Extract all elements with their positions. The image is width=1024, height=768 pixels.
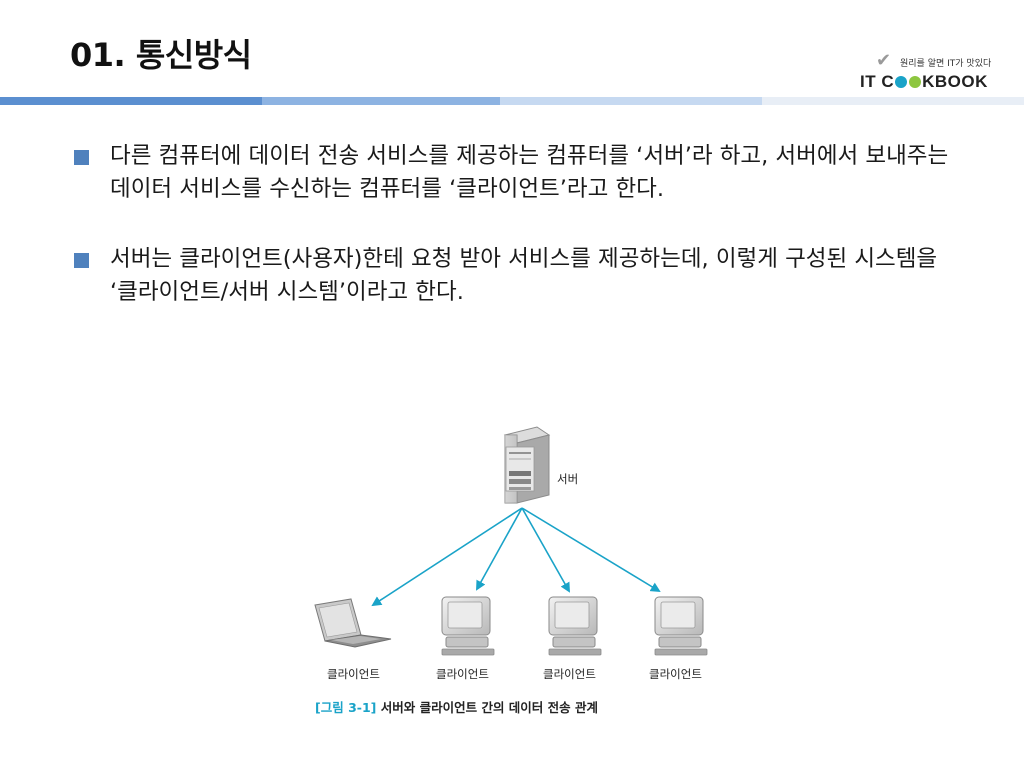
server-icon xyxy=(503,426,551,504)
data-arrow xyxy=(521,507,661,593)
bullet-text: 다른 컴퓨터에 데이터 전송 서비스를 제공하는 컴퓨터를 ‘서버’라 하고, … xyxy=(110,143,949,202)
logo-dot-icon xyxy=(895,76,908,88)
check-mark-icon: ✔ xyxy=(876,50,892,71)
desktop-icon xyxy=(548,596,602,656)
square-bullet-icon xyxy=(74,253,89,268)
slide-title: 01. 통신방식 xyxy=(70,36,252,74)
header-band-segment xyxy=(262,97,500,105)
header-band-segment xyxy=(500,97,762,105)
client-label: 클라이언트 xyxy=(436,667,489,681)
bullet-item: 서버는 클라이언트(사용자)한테 요청 받아 서비스를 제공하는데, 이렇게 구… xyxy=(72,243,972,309)
it-cookbook-logo: ✔ 원리를 알면 IT가 맛있다 IT C KBOOK xyxy=(860,50,1000,96)
client-label: 클라이언트 xyxy=(327,667,380,681)
logo-brand-right: KBOOK xyxy=(922,72,988,91)
figure-caption-text: 서버와 클라이언트 간의 데이터 전송 관계 xyxy=(380,700,598,715)
logo-brand: IT C KBOOK xyxy=(860,72,988,92)
client-label: 클라이언트 xyxy=(649,667,702,681)
figure-diagram xyxy=(314,426,708,656)
slide-body: 다른 컴퓨터에 데이터 전송 서비스를 제공하는 컴퓨터를 ‘서버’라 하고, … xyxy=(72,140,972,309)
data-arrow xyxy=(521,507,570,593)
server-label: 서버 xyxy=(557,472,579,486)
header-band-segment xyxy=(762,97,1024,105)
bullet-item: 다른 컴퓨터에 데이터 전송 서비스를 제공하는 컴퓨터를 ‘서버’라 하고, … xyxy=(72,140,972,206)
square-bullet-icon xyxy=(74,150,89,165)
logo-tagline: 원리를 알면 IT가 맛있다 xyxy=(900,59,992,69)
client-label: 클라이언트 xyxy=(543,667,596,681)
desktop-icon xyxy=(654,596,708,656)
client-server-figure: 서버 클라이언트 클라이언트 클라이언트 클라이언트 [그림 3-1] 서버와 … xyxy=(305,425,735,725)
data-arrow xyxy=(476,507,523,591)
figure-number: [그림 3-1] xyxy=(315,700,377,715)
figure-caption: [그림 3-1] 서버와 클라이언트 간의 데이터 전송 관계 xyxy=(315,697,598,716)
header-band-segment xyxy=(0,97,262,105)
desktop-icon xyxy=(441,596,495,656)
data-arrow xyxy=(371,507,523,607)
bullet-text: 서버는 클라이언트(사용자)한테 요청 받아 서비스를 제공하는데, 이렇게 구… xyxy=(110,246,938,305)
laptop-icon xyxy=(314,598,392,648)
logo-brand-left: IT C xyxy=(860,72,895,91)
logo-dot-icon xyxy=(909,76,922,88)
